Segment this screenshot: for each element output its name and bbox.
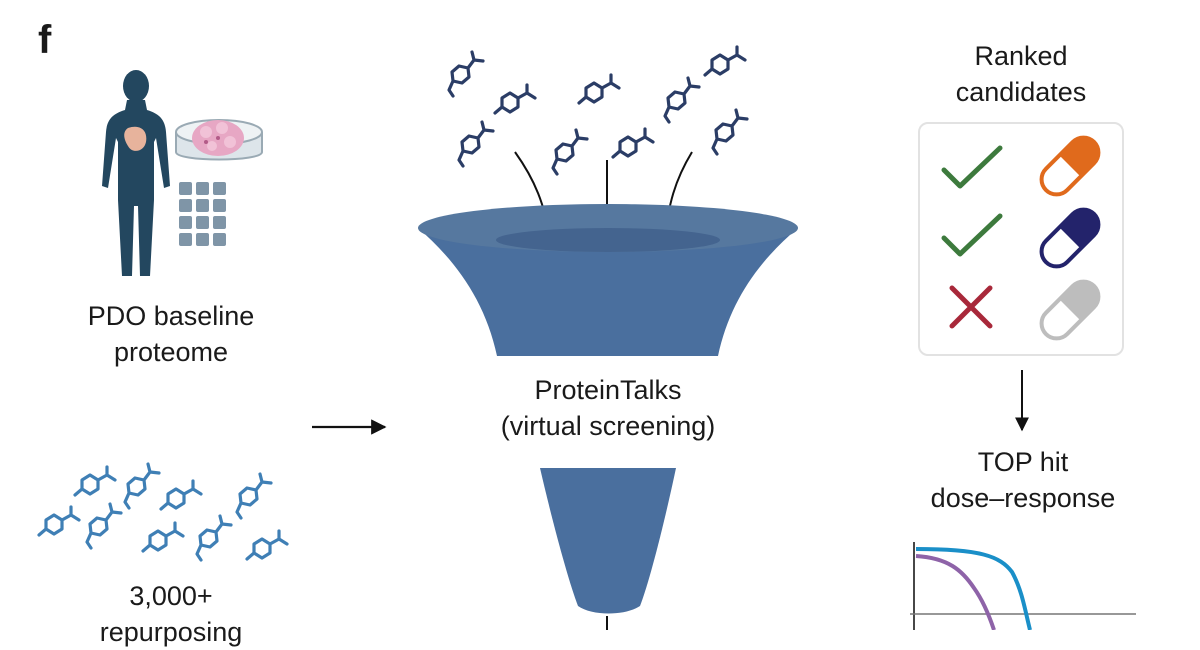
funnel-bottom [540,468,676,614]
ranked-candidates-card [918,122,1124,356]
funnel-label-line1: ProteinTalks [534,375,682,405]
panel-letter: f [38,18,52,62]
compounds-label-line1: 3,000+ [129,581,213,611]
dose-response-plot [910,542,1136,630]
proteome-label-line1: PDO baseline [87,301,255,331]
patient-silhouette [102,70,170,276]
curve-blue [915,547,1032,630]
check-icon [941,213,1003,257]
funnel-top [418,204,798,356]
workflow-diagram [37,45,1136,630]
compounds-label: 3,000+ repurposing [60,578,282,650]
pill-icon [1039,207,1101,269]
pill-icon [1039,135,1101,197]
compounds-label-line2: repurposing [99,617,243,647]
organoid-dish-icon [175,119,263,161]
curve-purple [915,554,996,630]
ranked-label: Ranked candidates [910,38,1132,110]
tophit-label: TOP hit dose–response [900,444,1146,516]
tophit-label-line2: dose–response [930,483,1116,513]
proteome-label: PDO baseline proteome [60,298,282,370]
proteome-grid-icon [179,182,226,246]
compound-library-icon [37,462,289,562]
cross-icon [949,285,993,329]
funnel-label: ProteinTalks (virtual screening) [448,372,768,444]
pill-icon [1039,279,1101,341]
molecule-set-icon [447,45,749,176]
ranked-label-line1: Ranked [974,41,1068,71]
check-icon [941,145,1003,189]
tophit-label-line1: TOP hit [977,447,1069,477]
ranked-label-line2: candidates [955,77,1087,107]
funnel-label-line2: (virtual screening) [500,411,716,441]
proteome-label-line2: proteome [113,337,229,367]
